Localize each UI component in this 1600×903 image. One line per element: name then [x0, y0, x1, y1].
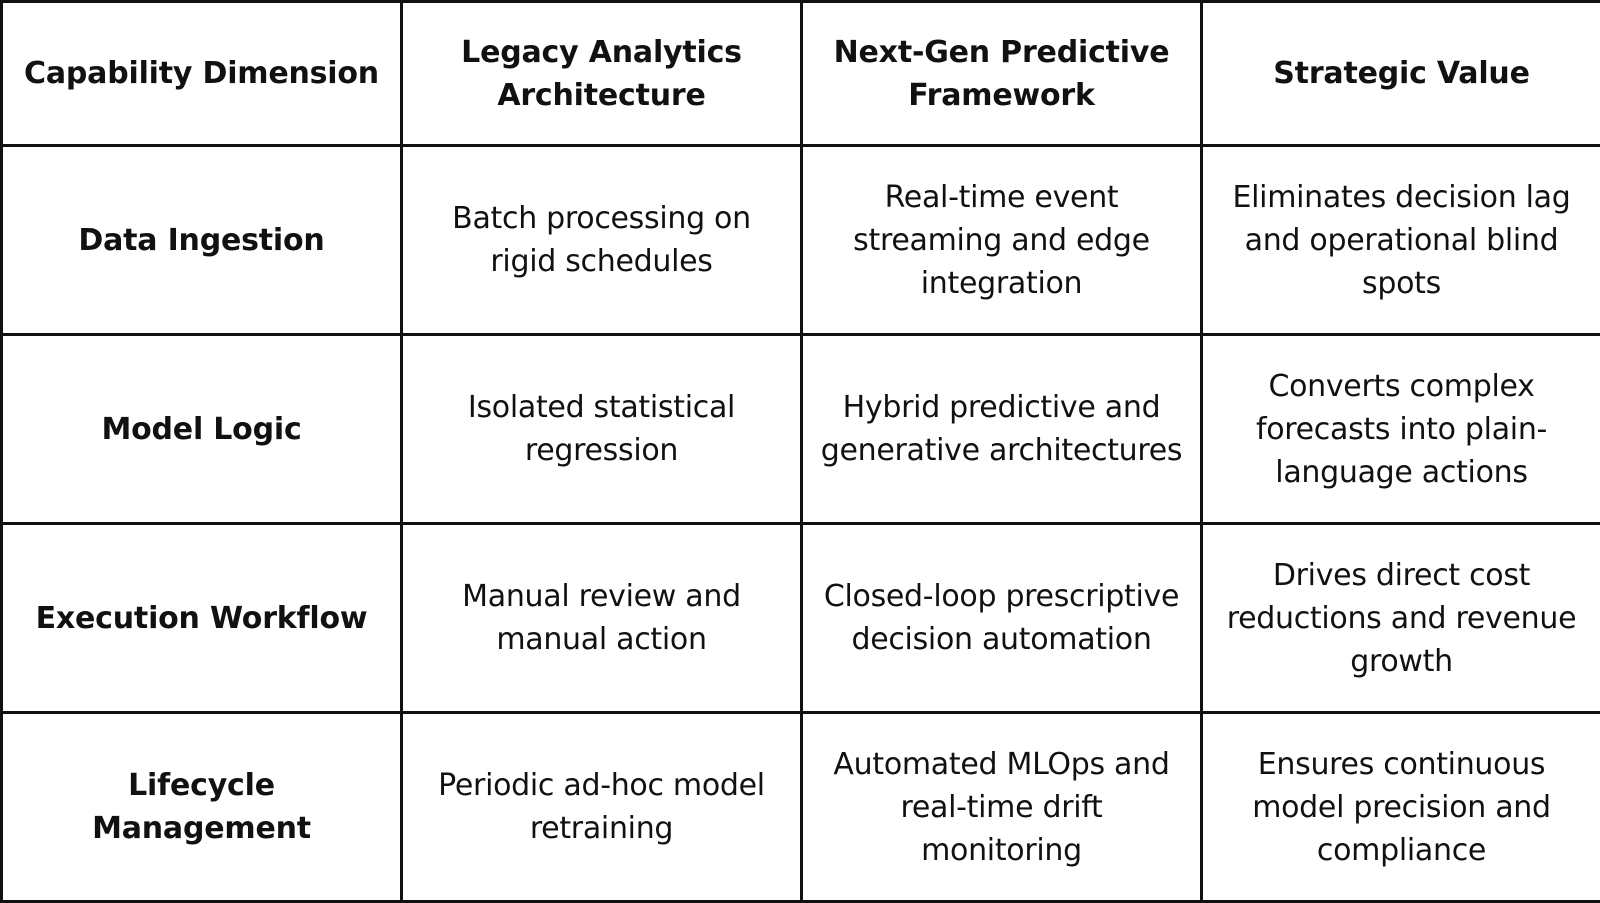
table-row: Model Logic Isolated statistical regress…	[2, 335, 1600, 524]
header-next-gen-predictive-framework: Next-Gen Predictive Framework	[802, 2, 1202, 146]
header-capability-dimension: Capability Dimension	[2, 2, 402, 146]
table-body: Data Ingestion Batch processing on rigid…	[2, 146, 1600, 902]
header-legacy-analytics-architecture: Legacy Analytics Architecture	[402, 2, 802, 146]
strategic-value-cell: Ensures continuous model precision and c…	[1202, 713, 1600, 902]
row-dimension-cell: Execution Workflow	[2, 524, 402, 713]
header-strategic-value: Strategic Value	[1202, 2, 1600, 146]
table-row: Lifecycle Management Periodic ad-hoc mod…	[2, 713, 1600, 902]
header-row: Capability Dimension Legacy Analytics Ar…	[2, 2, 1600, 146]
strategic-value-cell: Drives direct cost reductions and revenu…	[1202, 524, 1600, 713]
legacy-cell: Manual review and manual action	[402, 524, 802, 713]
strategic-value-cell: Eliminates decision lag and operational …	[1202, 146, 1600, 335]
nextgen-cell: Real-time event streaming and edge integ…	[802, 146, 1202, 335]
legacy-cell: Batch processing on rigid schedules	[402, 146, 802, 335]
row-dimension-cell: Data Ingestion	[2, 146, 402, 335]
row-dimension-cell: Model Logic	[2, 335, 402, 524]
table-row: Data Ingestion Batch processing on rigid…	[2, 146, 1600, 335]
nextgen-cell: Automated MLOps and real-time drift moni…	[802, 713, 1202, 902]
nextgen-cell: Closed-loop prescriptive decision automa…	[802, 524, 1202, 713]
strategic-value-cell: Converts complex forecasts into plain-la…	[1202, 335, 1600, 524]
table-row: Execution Workflow Manual review and man…	[2, 524, 1600, 713]
legacy-cell: Periodic ad-hoc model retraining	[402, 713, 802, 902]
nextgen-cell: Hybrid predictive and generative archite…	[802, 335, 1202, 524]
legacy-cell: Isolated statistical regression	[402, 335, 802, 524]
row-dimension-cell: Lifecycle Management	[2, 713, 402, 902]
table-header: Capability Dimension Legacy Analytics Ar…	[2, 2, 1600, 146]
